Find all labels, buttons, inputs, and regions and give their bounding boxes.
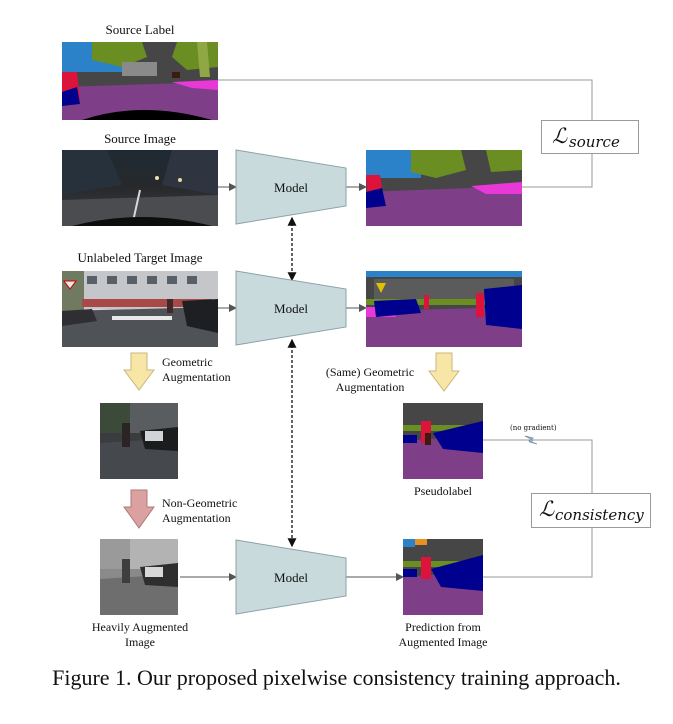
consistency-loss-box: ℒ consistency [531, 493, 651, 528]
source-loss-box: ℒ source [541, 120, 639, 154]
geometric-aug-label-2: Augmentation [162, 370, 231, 384]
nongeometric-label-2: Augmentation [162, 511, 231, 525]
consistency-loss-symbol: ℒ [539, 497, 555, 521]
heavily-augmented-label-1: Heavily Augmented [91, 620, 189, 634]
same-geometric-label-2: Augmentation [335, 380, 405, 394]
augmented-prediction-image [403, 539, 483, 615]
source-prediction-image [366, 150, 522, 226]
model-label-2: Model [274, 301, 308, 316]
pseudolabel-label: Pseudolabel [414, 484, 472, 498]
heavily-augmented-label-2: Image [125, 635, 155, 649]
source-label-title: Source Label [105, 22, 175, 37]
source-image [62, 150, 218, 226]
non-geometric-augmentation-arrow [123, 489, 155, 529]
nongeometric-label-1: Non-Geometric [162, 496, 238, 510]
source-label-to-loss-line [218, 79, 593, 120]
source-label-image [62, 42, 218, 120]
same-geometric-augmentation-arrow [428, 352, 460, 392]
geometric-augmented-image [100, 403, 178, 479]
heavily-augmented-image [100, 539, 178, 615]
pseudolabel-to-loss-line [483, 439, 593, 493]
geometric-augmentation-arrow [123, 352, 155, 391]
unlabeled-target-title: Unlabeled Target Image [77, 250, 203, 265]
figure-caption: Figure 1. Our proposed pixelwise consist… [52, 665, 621, 690]
model-block-1 [235, 149, 347, 225]
target-prediction-image [366, 271, 522, 347]
source-loss-symbol: ℒ [552, 124, 568, 148]
geometric-aug-label-1: Geometric [162, 355, 213, 369]
prediction-label-2: Augmented Image [398, 635, 488, 649]
same-geometric-label-1: (Same) Geometric [325, 365, 415, 379]
model-block-2 [235, 270, 347, 346]
consistency-loss-subscript: consistency [555, 506, 644, 524]
prediction-label-1: Prediction from [405, 620, 481, 634]
target-image [62, 271, 218, 347]
source-pred-to-loss-line [522, 152, 593, 188]
source-loss-subscript: source [569, 133, 620, 151]
no-gradient-icon [524, 435, 538, 445]
model-block-3 [235, 539, 347, 615]
no-gradient-label: (no gradient) [510, 424, 557, 432]
model-label-3: Model [274, 570, 308, 585]
model-label-1: Model [274, 180, 308, 195]
source-image-title: Source Image [104, 131, 176, 146]
pseudolabel-image [403, 403, 483, 479]
prediction-to-loss-line [483, 527, 593, 578]
